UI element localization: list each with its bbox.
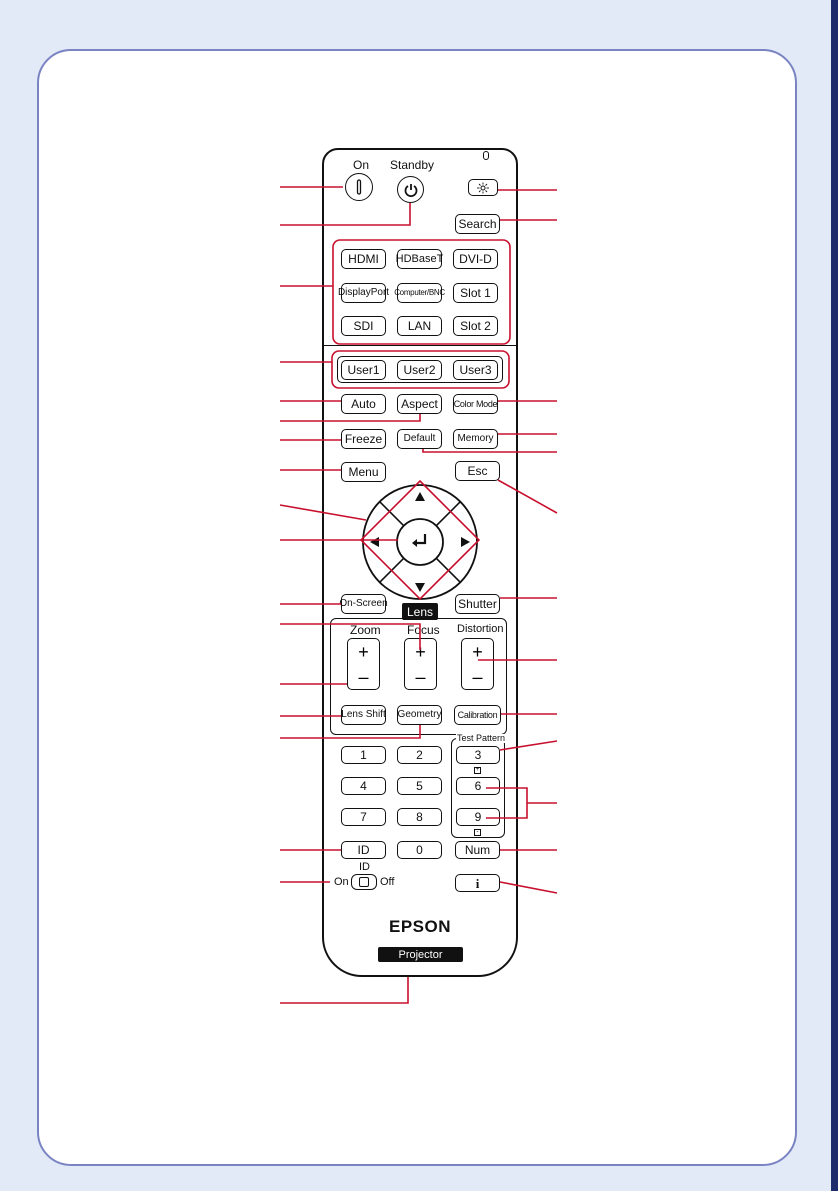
search-button[interactable]: Search (455, 214, 500, 234)
id-switch-label: ID (359, 861, 370, 873)
power-icon (404, 183, 417, 197)
projector-label: Projector (378, 947, 463, 962)
number-6-button[interactable]: 6 (456, 777, 500, 795)
memory-button[interactable]: Memory (453, 429, 498, 449)
auto-button[interactable]: Auto (341, 394, 386, 414)
source-slot1-button[interactable]: Slot 1 (453, 283, 498, 303)
on-screen-button[interactable]: On-Screen (339, 594, 388, 614)
source-sdi-button[interactable]: SDI (341, 316, 386, 336)
lens-tab-label: Lens (402, 603, 438, 620)
distortion-label: Distortion (457, 623, 504, 635)
number-3-button[interactable]: 3 (456, 746, 500, 764)
source-lan-button[interactable]: LAN (397, 316, 442, 336)
default-button[interactable]: Default (397, 429, 442, 449)
source-displayport-button[interactable]: DisplayPort (338, 283, 389, 303)
info-button[interactable]: i (455, 874, 500, 892)
source-slot2-button[interactable]: Slot 2 (453, 316, 498, 336)
zoom-label: Zoom (350, 623, 381, 637)
focus-label: Focus (407, 623, 440, 637)
number-7-button[interactable]: 7 (341, 808, 386, 826)
id-switch-off-label: Off (380, 876, 395, 888)
num-button[interactable]: Num (455, 841, 500, 859)
direction-pad[interactable] (361, 483, 479, 601)
distortion-rocker[interactable]: +– (461, 638, 494, 690)
aspect-button[interactable]: Aspect (397, 394, 442, 414)
number-9-button[interactable]: 9 (456, 808, 500, 826)
test-pattern-minus-marker: - (474, 829, 481, 836)
id-switch[interactable] (351, 874, 377, 890)
number-4-button[interactable]: 4 (341, 777, 386, 795)
illumination-icon (477, 182, 489, 193)
number-0-button[interactable]: 0 (397, 841, 442, 859)
lens-shift-button[interactable]: Lens Shift (341, 705, 386, 725)
user1-button[interactable]: User1 (341, 360, 386, 380)
test-pattern-label: Test Pattern (456, 733, 507, 743)
indicator-light (483, 151, 489, 160)
focus-rocker[interactable]: +– (404, 638, 437, 690)
number-2-button[interactable]: 2 (397, 746, 442, 764)
on-label: On (353, 158, 370, 172)
menu-button[interactable]: Menu (341, 462, 386, 482)
esc-button[interactable]: Esc (455, 461, 500, 481)
zoom-rocker[interactable]: +– (347, 638, 380, 690)
illumination-button[interactable] (468, 179, 498, 196)
standby-button[interactable] (397, 176, 424, 203)
source-hdbaset-button[interactable]: HDBaseT (396, 249, 443, 269)
number-1-button[interactable]: 1 (341, 746, 386, 764)
number-5-button[interactable]: 5 (397, 777, 442, 795)
geometry-button[interactable]: Geometry (397, 705, 442, 725)
source-hdmi-button[interactable]: HDMI (341, 249, 386, 269)
on-button[interactable] (345, 173, 373, 201)
id-switch-on-label: On (334, 876, 349, 888)
id-button[interactable]: ID (341, 841, 386, 859)
user3-button[interactable]: User3 (453, 360, 498, 380)
test-pattern-plus-marker: + (474, 767, 481, 774)
calibration-button[interactable]: Calibration (454, 705, 501, 725)
brand-logo: EPSON (388, 917, 452, 936)
standby-label: Standby (390, 158, 435, 172)
source-computer-bnc-button[interactable]: Computer/BNC (394, 283, 445, 303)
info-icon: i (475, 875, 480, 891)
shutter-button[interactable]: Shutter (455, 594, 500, 614)
color-mode-button[interactable]: Color Mode (453, 394, 498, 414)
number-8-button[interactable]: 8 (397, 808, 442, 826)
user2-button[interactable]: User2 (397, 360, 442, 380)
freeze-button[interactable]: Freeze (341, 429, 386, 449)
source-dvid-button[interactable]: DVI-D (453, 249, 498, 269)
on-icon (356, 179, 362, 195)
remote-divider (322, 345, 518, 346)
page-edge-bar (831, 0, 838, 1191)
